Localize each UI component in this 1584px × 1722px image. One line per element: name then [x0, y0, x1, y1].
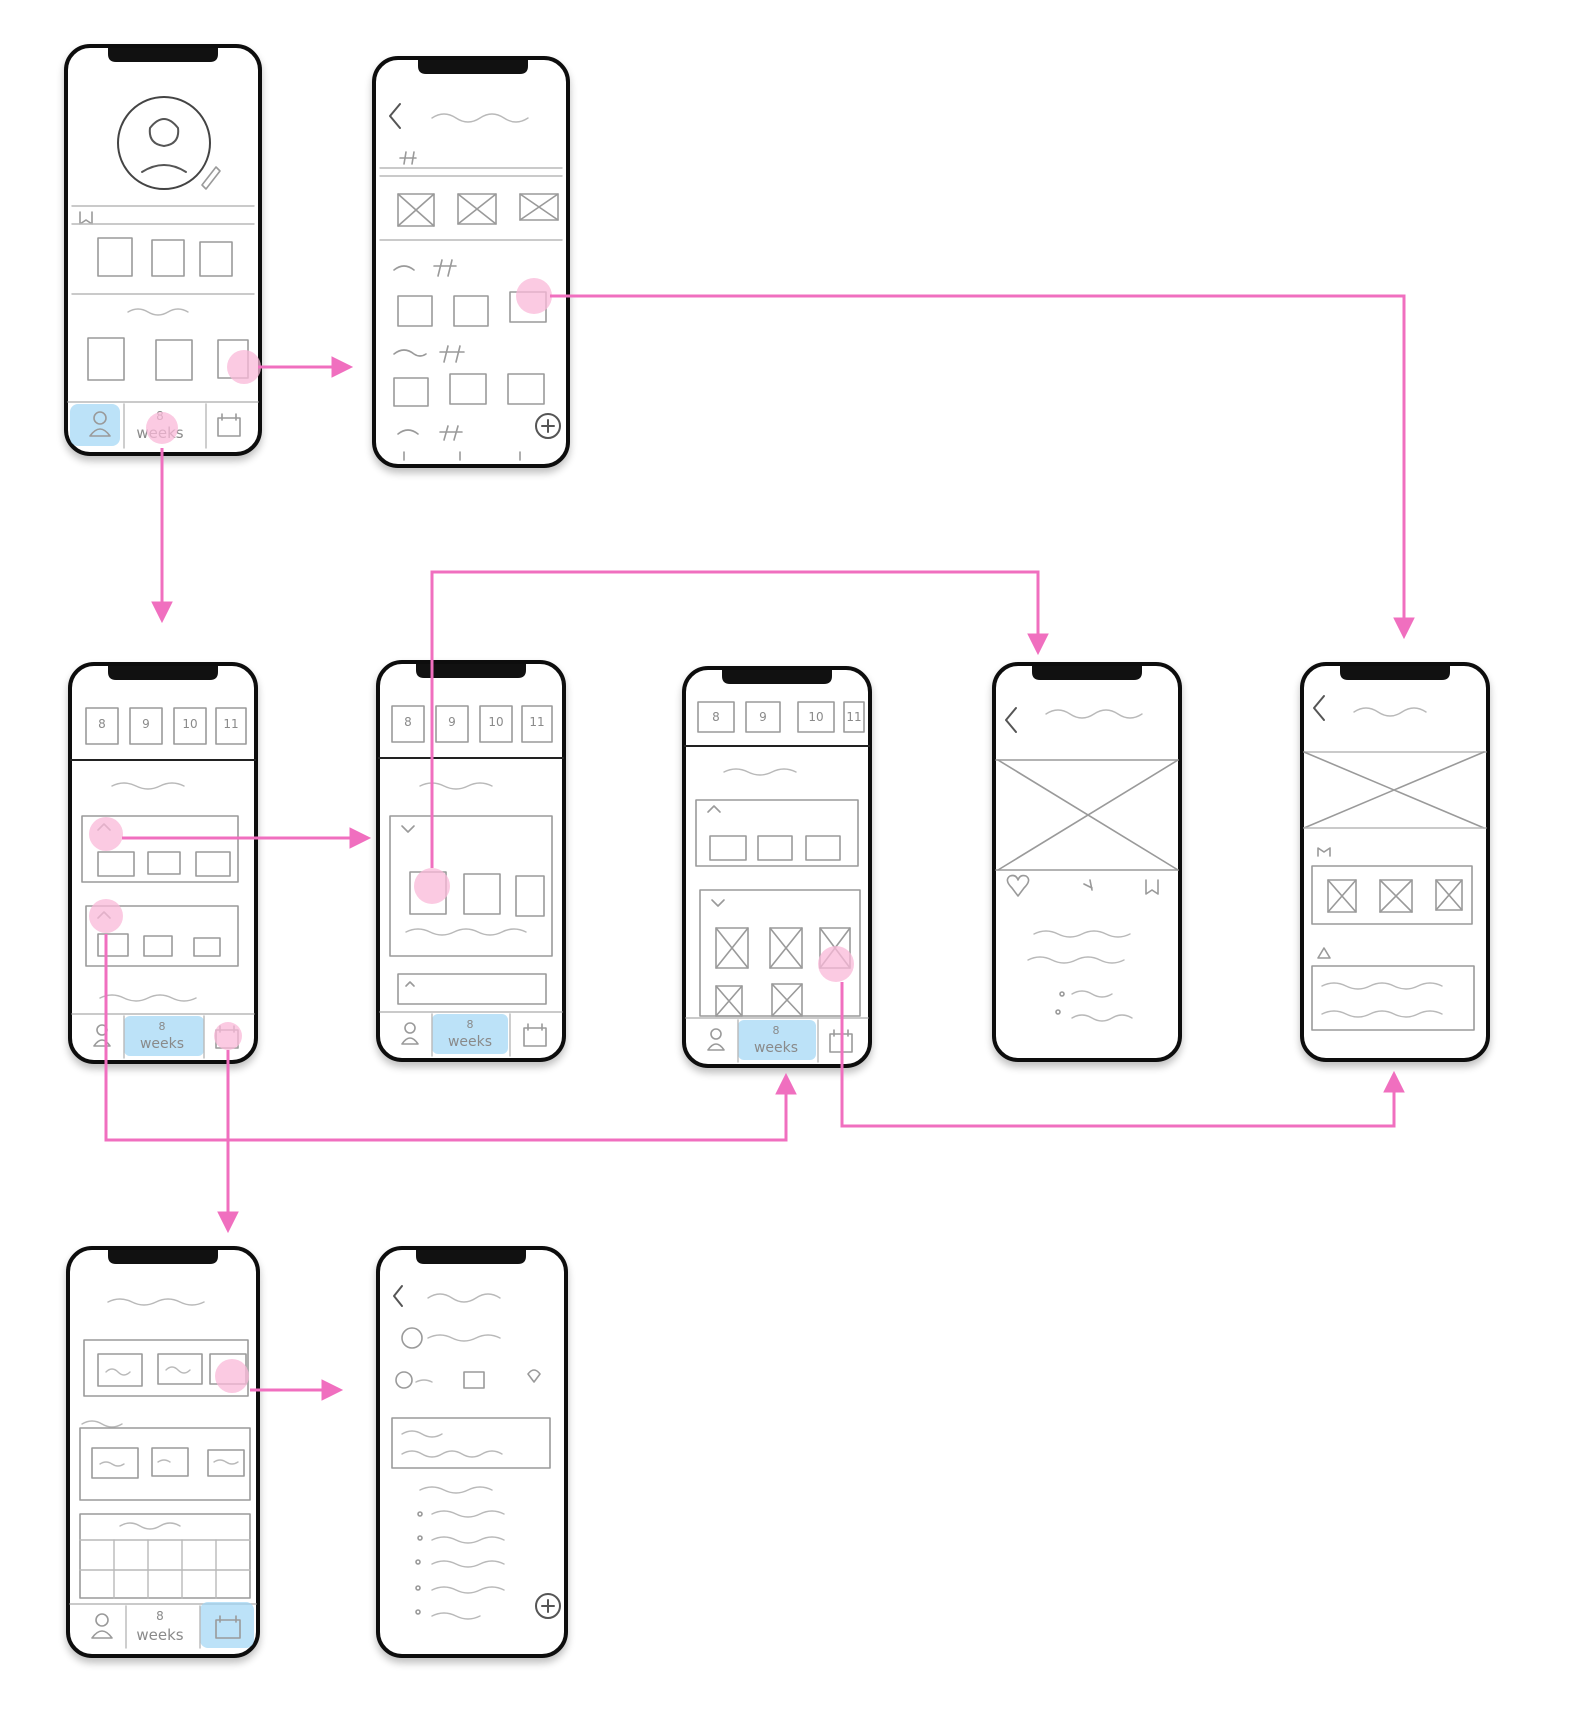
pencil-icon[interactable] — [201, 166, 221, 190]
tab-bar: 8 weeks — [91, 1602, 254, 1649]
arrow-head — [775, 1072, 797, 1095]
add-button[interactable] — [535, 413, 561, 439]
day-tile[interactable]: 9 — [448, 715, 456, 729]
screen-detail-notes — [1300, 662, 1490, 1062]
clock-icon — [395, 1371, 413, 1389]
arrow-head — [217, 1211, 239, 1234]
tap-target — [215, 1359, 249, 1393]
hashtag-icon — [399, 151, 417, 165]
day-tile[interactable]: 9 — [142, 717, 150, 731]
back-chevron-icon[interactable] — [393, 1285, 403, 1307]
screen-week-expanded: 8 9 10 11 8 weeks — [376, 660, 566, 1062]
arrow-head — [151, 601, 173, 624]
heart-icon[interactable] — [1006, 874, 1030, 897]
tap-target — [227, 350, 261, 384]
calendar-icon[interactable] — [215, 1615, 241, 1639]
active-tab-highlight — [432, 1014, 508, 1054]
bookmark-icon — [79, 211, 93, 225]
arrow-head — [1383, 1070, 1405, 1093]
arrow-head — [1027, 633, 1049, 656]
screen-article-detail — [992, 662, 1182, 1062]
tap-target — [516, 278, 552, 314]
weeks-tab-label[interactable]: weeks — [140, 1036, 184, 1052]
flow-connectors — [104, 294, 1415, 1401]
tap-target — [214, 1022, 242, 1050]
screen-profile: 8 weeks — [64, 44, 262, 456]
screen-appointment — [376, 1246, 568, 1658]
day-tile[interactable]: 11 — [529, 715, 544, 729]
avatar — [401, 1327, 423, 1349]
calendar-grid[interactable] — [79, 1513, 251, 1599]
arrow-head — [331, 356, 354, 378]
bookmark-icon[interactable] — [1145, 879, 1159, 895]
add-button[interactable] — [535, 1593, 561, 1619]
weeks-tab-label[interactable]: weeks — [136, 1626, 183, 1644]
arrow-head — [349, 827, 372, 849]
day-tiles: 8 9 10 11 — [391, 705, 553, 743]
day-tile[interactable]: 11 — [846, 710, 861, 724]
screen-week-alt: 8 9 10 11 8 weeks — [682, 666, 872, 1068]
pin-icon — [1317, 947, 1331, 959]
day-tile[interactable]: 8 — [404, 715, 412, 729]
screen-calendar: 8 weeks — [66, 1246, 260, 1658]
day-tile[interactable]: 10 — [488, 715, 503, 729]
calendar-icon — [463, 1371, 485, 1389]
day-tile[interactable]: 8 — [98, 717, 106, 731]
day-tile[interactable]: 9 — [759, 710, 767, 724]
back-chevron-icon[interactable] — [389, 103, 401, 129]
hero-image-placeholder — [997, 759, 1179, 871]
day-tile[interactable]: 8 — [712, 710, 720, 724]
arrow-head — [1393, 617, 1415, 640]
section-card — [81, 815, 239, 883]
active-tab-highlight — [70, 404, 120, 446]
weeks-tab-number[interactable]: 8 — [773, 1024, 780, 1037]
section-card — [389, 815, 553, 957]
checklist — [415, 1510, 505, 1620]
calendar-icon[interactable] — [523, 1023, 547, 1047]
weeks-tab-number[interactable]: 8 — [467, 1018, 474, 1031]
avatar[interactable] — [117, 96, 211, 190]
arrow-head — [321, 1379, 344, 1401]
weeks-tab-label[interactable]: weeks — [754, 1040, 798, 1056]
section-card — [83, 1339, 249, 1397]
tab-bar: 8 weeks — [401, 1013, 547, 1057]
weeks-tab-label[interactable]: weeks — [448, 1034, 492, 1050]
profile-icon[interactable] — [707, 1028, 725, 1051]
tap-target — [89, 817, 123, 851]
location-icon — [527, 1369, 541, 1383]
tap-target — [414, 868, 450, 904]
profile-icon[interactable] — [401, 1022, 419, 1045]
active-tab-highlight — [124, 1016, 204, 1056]
day-tile[interactable]: 10 — [182, 717, 197, 731]
saved-thumbnails — [97, 237, 233, 277]
profile-icon[interactable] — [89, 411, 111, 437]
active-tab-highlight — [738, 1020, 816, 1060]
section-card — [85, 905, 239, 967]
tap-target — [818, 946, 854, 982]
tab-bar: 8 weeks — [707, 1019, 853, 1063]
section-card — [695, 799, 859, 867]
entry-cards — [393, 373, 545, 407]
active-tab-highlight — [200, 1602, 254, 1648]
day-tile[interactable]: 10 — [808, 710, 823, 724]
back-chevron-icon[interactable] — [1313, 695, 1325, 721]
day-tile[interactable]: 11 — [223, 717, 238, 731]
image-placeholders — [397, 193, 559, 227]
tap-target — [146, 412, 178, 444]
profile-icon[interactable] — [91, 1613, 113, 1639]
weeks-tab-number[interactable]: 8 — [159, 1020, 166, 1033]
day-tiles: 8 9 10 11 — [697, 701, 865, 733]
calendar-icon[interactable] — [217, 413, 241, 437]
bookmark-icon — [1317, 847, 1331, 857]
section-card — [79, 1427, 251, 1501]
hero-image-placeholder — [1303, 751, 1485, 829]
tap-target — [89, 899, 123, 933]
share-icon[interactable] — [1083, 879, 1093, 891]
weeks-tab-number[interactable]: 8 — [156, 1609, 164, 1623]
back-chevron-icon[interactable] — [1005, 707, 1017, 733]
screen-collection — [372, 56, 570, 468]
day-tiles: 8 9 10 11 — [85, 707, 247, 745]
screen-week: 8 9 10 11 8 weeks — [68, 662, 258, 1064]
